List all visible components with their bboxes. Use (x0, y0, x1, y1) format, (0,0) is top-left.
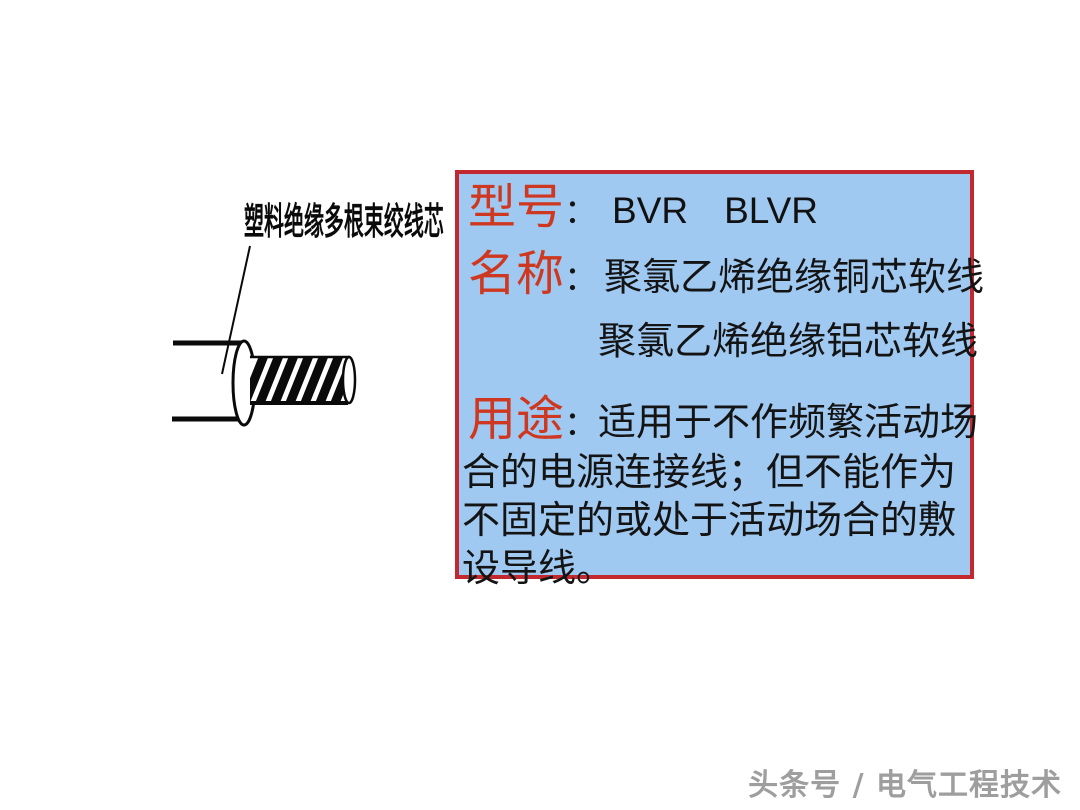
usage-colon: ： (564, 406, 599, 443)
usage-line-1: 用途：适用于不作频繁活动场 (462, 393, 978, 449)
label-leader-line (221, 245, 251, 375)
usage-line-2: 合的电源连接线；但不能作为 (462, 452, 957, 494)
name-row-aluminum: 聚氯乙烯绝缘铝芯软线 (598, 321, 979, 363)
model-value-bvr: BVR (612, 190, 689, 231)
usage-paragraph: 用途：适用于不作频繁活动场 合的电源连接线；但不能作为 不固定的或处于活动场合的… (462, 393, 978, 593)
model-label: 型号 (468, 181, 565, 234)
model-colon: ： (564, 194, 599, 231)
usage-line-3: 不固定的或处于活动场合的敷 (462, 500, 957, 542)
wire-label: 塑料绝缘多根束绞线芯 (244, 200, 444, 243)
name-colon: ： (564, 261, 599, 298)
watermark: 头条号 / 电气工程技术 (748, 768, 1062, 803)
name-line-copper: 聚氯乙烯绝缘铜芯软线 (604, 257, 985, 299)
model-row: 型号： BVR BLVR (468, 184, 818, 233)
usage-text-1: 适用于不作频繁活动场 (598, 402, 979, 444)
usage-line-4: 设导线。 (462, 548, 615, 590)
core-end-cap (341, 355, 357, 405)
name-label: 名称 (468, 248, 565, 301)
usage-label: 用途 (468, 393, 565, 446)
model-value-blvr: BLVR (724, 190, 819, 231)
name-row-copper: 名称：聚氯乙烯绝缘铜芯软线 (468, 246, 984, 301)
core-hatching (250, 357, 346, 404)
